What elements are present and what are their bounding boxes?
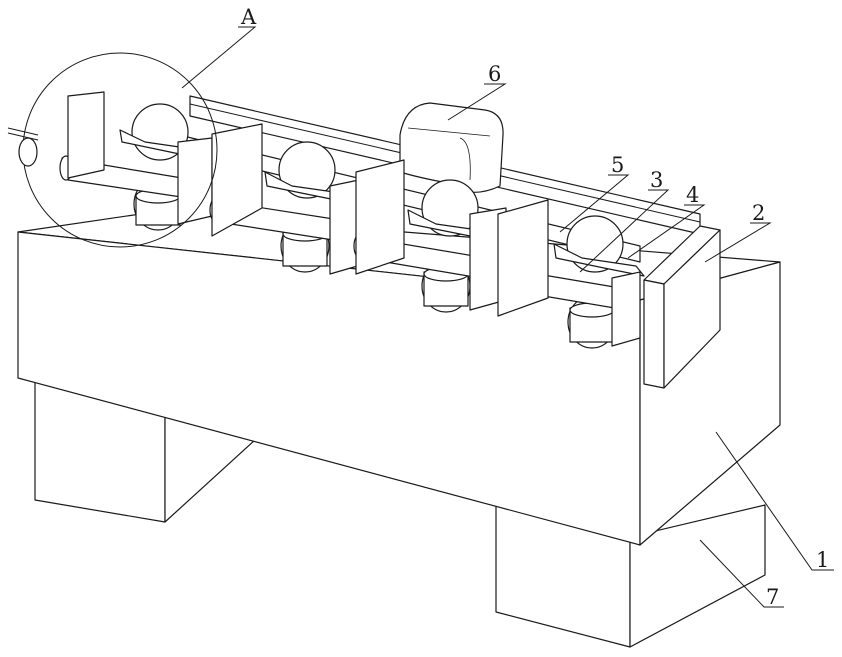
shaft-stub (8, 128, 38, 166)
callout-a: A (240, 5, 257, 29)
callout-5: 5 (611, 153, 624, 177)
clamp-unit-1 (60, 92, 212, 230)
callout-7: 7 (766, 585, 779, 609)
motor-housing (400, 103, 503, 192)
callout-6: 6 (488, 62, 501, 86)
callout-2: 2 (752, 201, 765, 225)
callout-4: 4 (686, 183, 699, 207)
callout-3: 3 (650, 168, 663, 192)
callout-1: 1 (816, 548, 829, 572)
